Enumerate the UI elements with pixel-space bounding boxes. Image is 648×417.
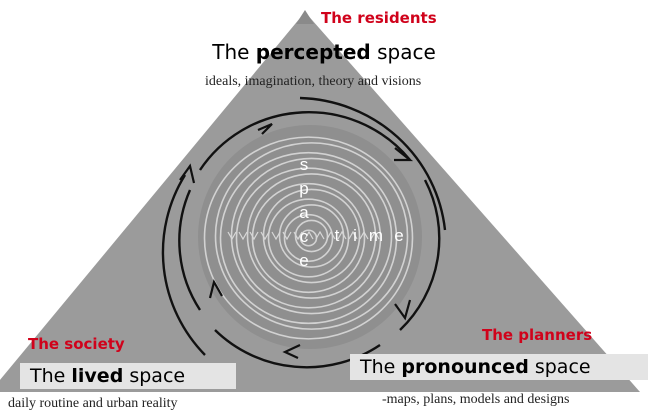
title-keyword: percepted [255,40,371,64]
title-suffix: space [123,365,186,387]
spiral-chevron-icon [227,231,237,241]
title-suffix: space [528,356,591,378]
spiral-ring [214,142,409,330]
cycle-arc-outer-left [161,174,206,356]
spiral-chevron-icon [337,230,347,240]
time-letter: e [394,226,403,245]
cycle-arc-outer-right [299,96,447,231]
arrowhead-icon [257,122,273,135]
arrowhead-icon [208,279,223,299]
space-letter: e [299,251,308,270]
space-letter: s [300,155,309,174]
time-letter: t [335,226,340,245]
spiral-chevron-icon [370,230,380,240]
planners-label: The planners [482,326,593,344]
title-prefix: The [212,40,256,64]
cycle-arc-top [199,111,411,171]
spiral-ring [219,151,398,325]
spiral-chevron-icon [326,230,336,240]
spiral-ring [278,204,345,268]
spiral-ring [294,219,329,253]
space-letter: p [299,179,308,198]
spiral-rings [203,136,414,340]
apex-marker-icon [296,10,314,24]
spiral-chevron-icon [260,231,270,241]
percepted-space-subtitle: ideals, imagination, theory and visions [205,74,422,89]
space-word: s p a c e [299,155,309,270]
lived-space-title: The lived space [20,363,236,389]
pronounced-space-subtitle: -maps, plans, models and designs [382,392,570,407]
time-word: t i m e [335,226,404,245]
spiral-ring [246,173,377,299]
arrowhead-icon [282,344,301,359]
spiral-chevron-icon [304,230,314,240]
spiral-ring [251,182,366,294]
arrowhead-icon [179,163,196,184]
spiral-chevrons [227,230,380,241]
title-suffix: space [370,40,436,64]
residents-label: The residents [321,9,437,27]
spiral-chevron-icon [271,231,281,241]
spiral-ring [267,198,350,278]
arrowhead-icon [394,299,412,321]
spiral-ring [283,213,334,263]
arrowhead-icon [394,147,414,162]
spiral-chevron-icon [315,230,325,240]
cycle-arc-right [399,179,441,331]
title-prefix: The [360,356,402,378]
space-letter: a [299,203,309,222]
cycle-arc-left [178,189,202,311]
title-keyword: pronounced [401,356,529,378]
spiral-chevron-icon [282,231,292,241]
spiral-chevron-icon [359,230,369,240]
spiral-chevron-icon [238,231,248,241]
spiral-ring [230,157,393,315]
society-label: The society [28,335,125,353]
percepted-space-title: The percepted space [0,40,648,64]
time-letter: m [369,226,383,245]
spiral-ring [203,136,414,340]
title-prefix: The [30,365,72,387]
pronounced-space-title: The pronounced space [350,354,648,380]
spiral-chevron-icon [249,231,259,241]
spiral-chevron-icon [293,231,303,241]
cycle-arrowheads [179,122,414,359]
time-letter: i [353,226,357,245]
space-letter: c [300,227,309,246]
title-keyword: lived [71,365,124,387]
spiral-chevron-icon [348,230,358,240]
spiral-ring [235,167,382,309]
lived-space-subtitle: daily routine and urban reality [8,396,178,411]
